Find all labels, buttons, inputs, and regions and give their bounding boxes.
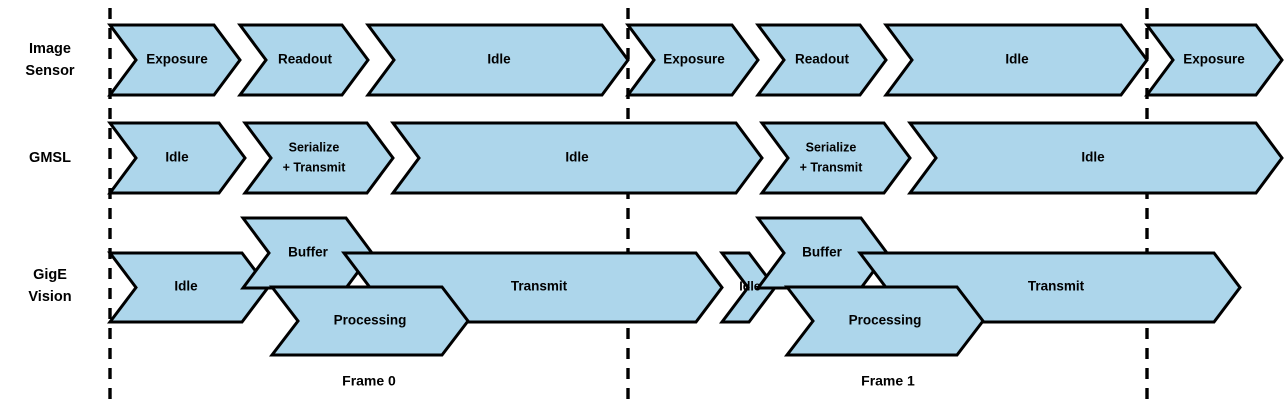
block-label: Buffer — [802, 245, 842, 260]
timeline-block[interactable] — [718, 251, 777, 324]
timeline-block[interactable] — [390, 121, 764, 195]
block-label: Readout — [278, 52, 333, 67]
timeline-block[interactable] — [883, 23, 1149, 97]
block-label: Idle — [1081, 150, 1105, 165]
timeline-block[interactable] — [107, 23, 242, 97]
block-label: Processing — [334, 313, 407, 328]
block-label: Buffer — [288, 245, 328, 260]
lane-label-text: GMSL — [29, 150, 71, 166]
block-label: Idle — [739, 279, 761, 293]
timeline-block[interactable] — [365, 23, 630, 97]
timeline-block[interactable] — [268, 285, 470, 357]
timeline-block[interactable] — [783, 285, 985, 357]
lane-label-line2: Sensor — [25, 63, 75, 79]
lane-label-line1: Image — [29, 41, 71, 57]
block-label: Transmit — [1028, 279, 1085, 294]
timeline-block[interactable] — [625, 23, 760, 97]
block-label: Idle — [1005, 52, 1029, 67]
timeline-block-label: Serialize + Transmit — [283, 140, 347, 174]
frame-label: Frame 0 — [342, 373, 396, 389]
timeline-block-label: Buffer — [802, 245, 842, 260]
timeline-block-label: Idle — [487, 52, 511, 67]
timeline-block-label: Processing — [334, 313, 407, 328]
timeline-block-label: Readout — [795, 52, 850, 67]
block-label-line2: + Transmit — [283, 160, 347, 174]
timeline-block-label: Idle — [1081, 150, 1105, 165]
timeline-block[interactable] — [107, 121, 247, 195]
block-label: Idle — [565, 150, 589, 165]
timeline-block-label: Transmit — [1028, 279, 1085, 294]
frame-divider-layer — [108, 8, 1149, 405]
frame-label-layer: Frame 0 Frame 1 — [342, 373, 915, 389]
timeline-block-label: Transmit — [511, 279, 568, 294]
timeline-block-label: Readout — [278, 52, 333, 67]
timeline-block[interactable] — [237, 23, 370, 97]
block-label: Processing — [849, 313, 922, 328]
timeline-block[interactable] — [759, 121, 912, 195]
timeline-block[interactable] — [907, 121, 1284, 195]
timeline-block-label: Idle — [165, 150, 189, 165]
block-label: Transmit — [511, 279, 568, 294]
lane-label-line2: Vision — [28, 289, 71, 305]
block-label-line1: Serialize — [289, 140, 340, 154]
timeline-block-label: Exposure — [663, 52, 725, 67]
timeline-block-label: Buffer — [288, 245, 328, 260]
block-label-line2: + Transmit — [800, 160, 864, 174]
lane-label-line1: GigE — [33, 267, 67, 283]
block-label: Idle — [487, 52, 511, 67]
timeline-block-label: Idle — [739, 279, 761, 293]
timeline-block-label: Idle — [1005, 52, 1029, 67]
block-label-line1: Serialize — [806, 140, 857, 154]
timeline-block-label: Exposure — [146, 52, 208, 67]
block-label: Readout — [795, 52, 850, 67]
frame-label: Frame 1 — [861, 373, 915, 389]
timeline-block-label: Idle — [565, 150, 589, 165]
timeline-block[interactable] — [106, 251, 270, 324]
block-label: Idle — [165, 150, 189, 165]
block-label: Exposure — [1183, 52, 1245, 67]
block-label: Exposure — [663, 52, 725, 67]
timeline-block-label: Processing — [849, 313, 922, 328]
timeline-block-label: Exposure — [1183, 52, 1245, 67]
block-label: Idle — [174, 279, 198, 294]
timeline-block[interactable] — [242, 121, 395, 195]
timeline-block[interactable] — [755, 23, 888, 97]
timeline-block-label: Serialize + Transmit — [800, 140, 864, 174]
timeline-block[interactable] — [1144, 23, 1284, 97]
timeline-block-label: Idle — [174, 279, 198, 294]
block-label: Exposure — [146, 52, 208, 67]
lane-label-gmsl: GMSL — [29, 150, 71, 166]
lane-label-gige-vision: GigE Vision — [28, 267, 71, 305]
